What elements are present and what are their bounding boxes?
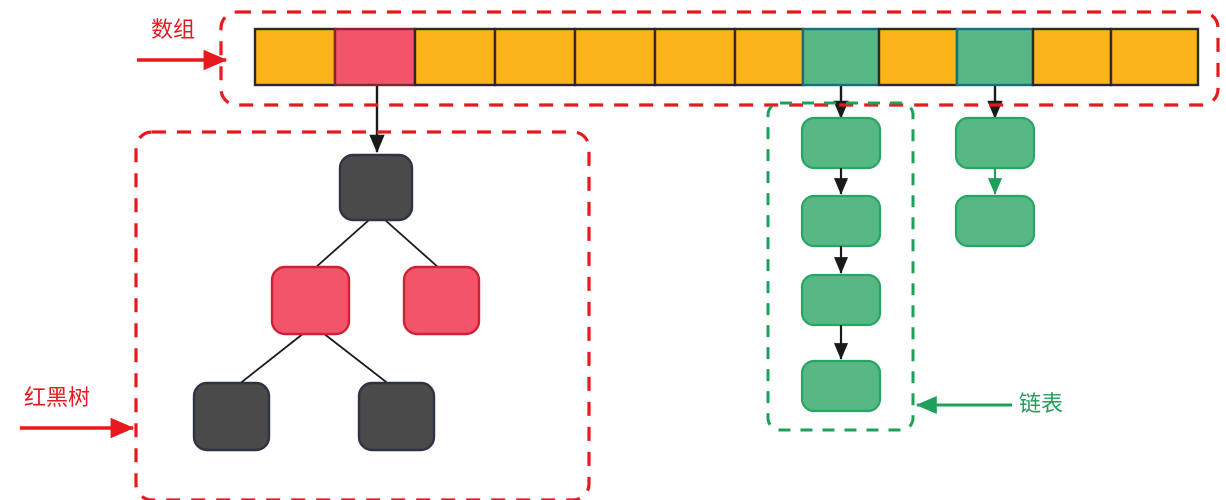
rbtree-node-root[interactable] xyxy=(338,153,414,222)
rbtree-node-left-red[interactable] xyxy=(270,265,351,336)
array-cell-11[interactable] xyxy=(1109,27,1200,87)
array-cell-7[interactable] xyxy=(801,27,881,87)
rbtree-edge-left-ll xyxy=(237,332,305,386)
linked-list-primary[interactable] xyxy=(800,116,882,413)
linkedlist-secondary-node-2[interactable] xyxy=(954,194,1036,248)
rbtree-edges xyxy=(237,219,440,386)
rbtree-edge-root-left xyxy=(314,219,370,269)
array-cell-4[interactable] xyxy=(573,27,657,87)
array-cell-6[interactable] xyxy=(733,27,805,87)
connector-lines xyxy=(369,85,1003,153)
rbtree-edge-root-right xyxy=(384,219,440,269)
rbtree-node-leaf-left[interactable] xyxy=(192,381,271,452)
array-cell-3[interactable] xyxy=(493,27,577,87)
linkedlist-primary-node-2[interactable] xyxy=(800,194,882,248)
hash-bucket-array[interactable] xyxy=(253,27,1200,87)
array-region-box xyxy=(219,10,1220,107)
rbtree-annotation-label: 红黑树 xyxy=(24,386,91,411)
linkedlist-secondary-node-1[interactable] xyxy=(954,116,1036,170)
rbtree-edge-left-lr xyxy=(322,332,391,386)
array-cell-10[interactable] xyxy=(1031,27,1113,87)
linkedlist-annotation-label: 链表 xyxy=(1019,392,1064,417)
array-cell-8[interactable] xyxy=(877,27,959,87)
linked-list-secondary[interactable] xyxy=(954,116,1036,248)
array-cell-9[interactable] xyxy=(955,27,1035,87)
rbtree-node-right-red[interactable] xyxy=(402,265,481,336)
array-cell-2[interactable] xyxy=(413,27,497,87)
array-cell-0[interactable] xyxy=(253,27,337,87)
linkedlist-primary-node-1[interactable] xyxy=(800,116,882,170)
linkedlist-region-box xyxy=(766,101,915,432)
red-black-tree[interactable] xyxy=(192,153,481,452)
rbtree-node-leaf-right[interactable] xyxy=(357,381,436,452)
array-cell-1[interactable] xyxy=(333,27,417,87)
linkedlist-primary-node-3[interactable] xyxy=(800,273,882,327)
rbtree-region-box xyxy=(134,130,591,500)
linkedlist-primary-node-4[interactable] xyxy=(800,359,882,413)
array-cell-5[interactable] xyxy=(653,27,737,87)
array-annotation-label: 数组 xyxy=(151,18,196,43)
